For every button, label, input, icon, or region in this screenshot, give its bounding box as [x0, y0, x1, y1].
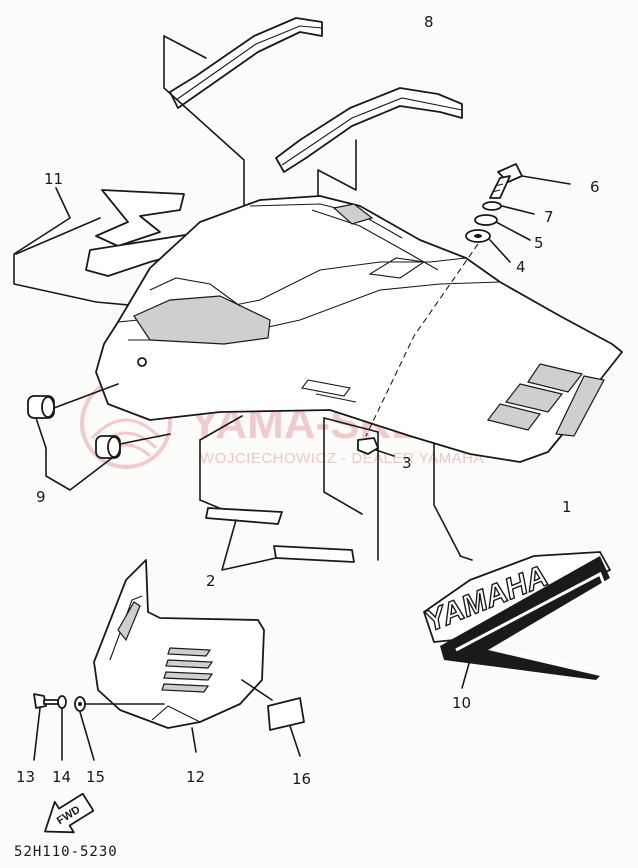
callouts: 8 6 7 5 4 11 3 9 1 2 10 13 14 15 12 16 [16, 13, 600, 788]
callout-12: 12 [186, 768, 205, 786]
part-12-cover [83, 559, 265, 753]
callout-6: 6 [590, 178, 600, 196]
callout-14: 14 [52, 768, 71, 786]
callout-7: 7 [544, 208, 554, 226]
callout-16: 16 [292, 770, 311, 788]
watermark-dealer: WOJCIECHOWICZ - DEALER YAMAHA [200, 450, 484, 467]
part-16-label [241, 679, 305, 757]
fwd-arrow: FWD [44, 792, 95, 834]
fasteners-13-15 [33, 693, 95, 761]
part-8-strips [169, 17, 463, 173]
callout-3: 3 [402, 454, 412, 472]
callout-5: 5 [534, 234, 544, 252]
callout-11: 11 [44, 170, 63, 188]
callout-13: 13 [16, 768, 35, 786]
part-9-grommets [27, 383, 171, 491]
part-1-fender [95, 195, 623, 463]
callout-8: 8 [424, 13, 434, 31]
part-3-clip [357, 437, 395, 457]
callout-1: 1 [562, 498, 572, 516]
part-10-decal: YAMAHA [420, 551, 611, 689]
callout-4: 4 [516, 258, 526, 276]
part-2-strips [205, 507, 355, 571]
callout-15: 15 [86, 768, 105, 786]
hardware-stack [365, 163, 571, 437]
callout-10: 10 [452, 694, 471, 712]
callout-9: 9 [36, 488, 46, 506]
callout-2: 2 [206, 572, 216, 590]
diagram-code: 52H110-5230 [14, 844, 118, 860]
